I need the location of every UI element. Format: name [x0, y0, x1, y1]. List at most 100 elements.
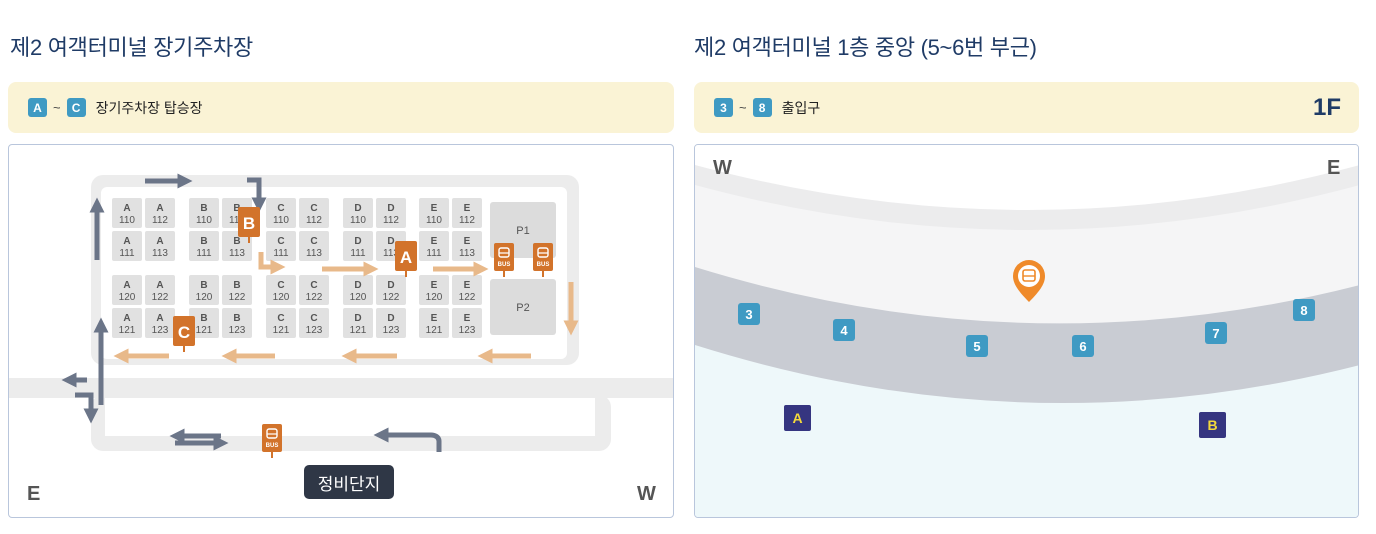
lot-number: 111	[350, 248, 366, 259]
lot-number: 110	[350, 215, 366, 226]
bus-stop-label: BUS	[266, 443, 279, 449]
lot-number: 121	[119, 325, 136, 336]
flow-arrow-gray-1	[247, 177, 267, 213]
entrance-gate-6: 6	[1072, 335, 1094, 357]
bus-location-pin-icon	[1013, 260, 1045, 302]
lot-number: 110	[426, 215, 442, 226]
lot-number: 120	[273, 292, 290, 303]
lot-letter: B	[233, 313, 240, 324]
west-direction-label: W	[637, 483, 656, 505]
lot-number: 122	[229, 292, 246, 303]
boarding-zone-B: B	[1199, 412, 1226, 438]
lot-letter: B	[233, 203, 240, 214]
boarding-stop-label: C	[178, 323, 190, 342]
lot-letter: A	[123, 280, 130, 291]
terminal-edge	[695, 145, 1358, 210]
lot-letter: E	[431, 236, 438, 247]
entrance-gate-7: 7	[1205, 322, 1227, 344]
entrance-gate-3: 3	[738, 303, 760, 325]
lot-number: 121	[350, 325, 367, 336]
entrance-gate-label: 7	[1212, 326, 1219, 341]
lot-letter: C	[277, 236, 284, 247]
lot-letter: D	[387, 236, 394, 247]
lot-number: 112	[459, 215, 475, 226]
flow-arrow-orange-7	[258, 252, 286, 275]
maintenance-complex-label: 정비단지	[304, 465, 394, 499]
east-direction-label: E	[27, 483, 41, 505]
parking-map-svg: A110A111A120A121A112A113A122A123B110B111…	[9, 173, 673, 458]
lot-letter: D	[387, 280, 394, 291]
lot-letter: A	[123, 203, 130, 214]
bus-stop-icon: BUS	[533, 243, 553, 277]
lot-number: 122	[459, 292, 476, 303]
lot-number: 121	[196, 325, 213, 336]
lot-number: 122	[152, 292, 169, 303]
entrance-gate-label: 3	[745, 307, 752, 322]
boarding-stop-B: B	[238, 207, 260, 243]
boarding-zone-A: A	[784, 405, 811, 431]
lot-number: 111	[119, 248, 135, 259]
lot-number: 112	[383, 215, 399, 226]
page-title-long-term-parking: 제2 여객터미널 장기주차장	[10, 35, 253, 60]
lot-number: 110	[273, 215, 289, 226]
lot-letter: C	[277, 203, 284, 214]
lot-letter: B	[200, 236, 207, 247]
lot-number: 123	[229, 325, 246, 336]
lot-number: 121	[273, 325, 290, 336]
bus-stop-label: BUS	[498, 262, 511, 268]
bus-loop-inner	[105, 398, 595, 436]
lot-letter: A	[156, 280, 163, 291]
entrance-gate-5: 5	[966, 335, 988, 357]
entrance-gate-label: 5	[973, 339, 980, 354]
lot-number: 113	[459, 248, 475, 259]
lot-number: 110	[119, 215, 135, 226]
lot-number: 123	[383, 325, 400, 336]
boarding-stop-C: C	[173, 316, 195, 352]
lot-letter: D	[354, 280, 361, 291]
lot-letter: E	[431, 203, 438, 214]
lot-letter: C	[310, 280, 317, 291]
entrance-gate-8: 8	[1293, 299, 1315, 321]
lot-letter: A	[156, 313, 163, 324]
west-direction-label: W	[713, 157, 732, 179]
lot-number: 113	[383, 248, 399, 259]
flow-arrow-gray-8	[373, 427, 442, 452]
lot-letter: A	[123, 313, 130, 324]
legend-text: 출입구	[781, 99, 821, 116]
legend-chip-start: A	[28, 98, 47, 117]
boarding-zone-label: A	[792, 410, 802, 426]
boarding-zone-label: B	[1207, 417, 1217, 433]
lot-letter: D	[387, 203, 394, 214]
lot-number: 120	[426, 292, 443, 303]
lot-letter: B	[200, 313, 207, 324]
boarding-stop-label: A	[400, 248, 412, 267]
lot-letter: A	[156, 203, 163, 214]
legend-chip-start: 3	[714, 98, 733, 117]
boarding-stop-A: A	[395, 241, 417, 277]
lot-letter: D	[354, 236, 361, 247]
